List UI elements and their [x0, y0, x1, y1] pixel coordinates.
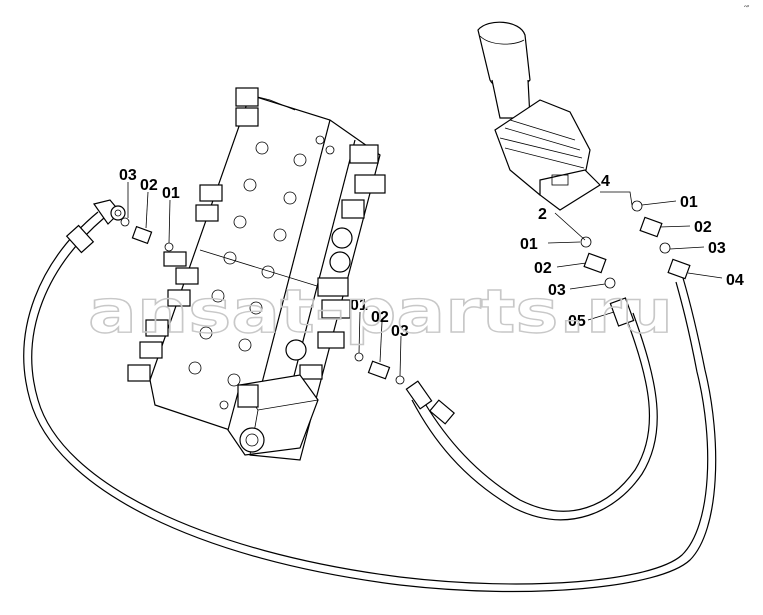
- label-02-b: 02: [371, 309, 389, 326]
- control-valve-block: [127, 87, 386, 461]
- label-03-b: 03: [391, 323, 409, 340]
- label-03-d: 03: [708, 240, 726, 257]
- fittings-group-4: [600, 191, 723, 280]
- short-hose: [405, 297, 658, 521]
- label-01-d: 01: [680, 194, 698, 211]
- valve-bores: [188, 135, 335, 410]
- part-labels: 03 02 01 01 02 03 01 02 03 05 01 02 03 0…: [119, 167, 744, 340]
- label-item-2: 2: [538, 206, 547, 223]
- label-03-c: 03: [548, 282, 566, 299]
- label-01-c: 01: [520, 236, 538, 253]
- valve-end-block: [227, 374, 319, 456]
- label-03-a: 03: [119, 167, 137, 184]
- corner-mark: ′″: [744, 5, 750, 15]
- label-02-c: 02: [534, 260, 552, 277]
- label-04-d: 04: [726, 272, 744, 289]
- valve-left-caps: [127, 87, 259, 382]
- fittings-group-3: [547, 212, 616, 321]
- long-hose: [23, 199, 717, 593]
- joystick: [477, 21, 601, 211]
- fittings-group-2: [354, 311, 405, 385]
- label-item-4: 4: [601, 173, 610, 190]
- fittings-group-1: [120, 182, 174, 252]
- label-01-a: 01: [162, 185, 180, 202]
- watermark: ansat-parts.ru: [88, 277, 673, 347]
- label-05-c: 05: [568, 313, 586, 330]
- label-02-a: 02: [140, 177, 158, 194]
- valve-right-fittings: [285, 144, 386, 380]
- label-02-d: 02: [694, 219, 712, 236]
- label-01-b: 01: [350, 297, 368, 314]
